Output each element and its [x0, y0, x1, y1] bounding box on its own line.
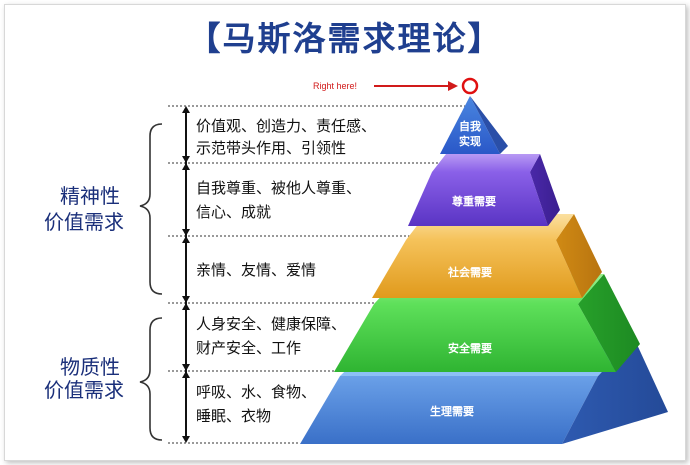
description-level5: 价值观、创造力、责任感、 示范带头作用、引领性 — [196, 117, 376, 157]
group-spiritual-line1: 精神性 — [60, 184, 120, 208]
pyramid-label: 尊重需要 — [452, 194, 496, 208]
description-level2: 人身安全、健康保障、 财产安全、工作 — [196, 315, 346, 357]
target-circle-icon — [461, 77, 479, 95]
pyramid-level-esteem: 尊重需要 — [408, 154, 560, 226]
group-spiritual-line2: 价值需求 — [44, 210, 124, 234]
description-level1: 呼吸、水、食物、 睡眠、衣物 — [196, 383, 316, 425]
spiritual-brace — [139, 123, 163, 295]
description-text: 呼吸、水、食物、 — [196, 383, 316, 401]
pyramid-label: 安全需要 — [448, 341, 492, 355]
page-title: 【马斯洛需求理论】 — [188, 19, 503, 58]
pyramid-level-social: 社会需要 — [372, 214, 602, 298]
description-text: 亲情、友情、爱情 — [196, 261, 316, 279]
description-level3: 亲情、友情、爱情 — [196, 261, 316, 279]
description-text: 信心、成就 — [196, 203, 271, 221]
description-text: 自我尊重、被他人尊重、 — [196, 179, 361, 197]
annotation-arrow-icon — [374, 81, 458, 91]
description-text: 价值观、创造力、责任感、 — [196, 117, 376, 135]
row-separators — [168, 105, 470, 444]
pyramid-label: 自我 — [459, 119, 481, 133]
description-text: 示范带头作用、引领性 — [196, 139, 346, 157]
annotation-label: Right here! — [313, 81, 357, 91]
pyramid-label: 生理需要 — [430, 404, 474, 418]
dimension-arrows — [182, 106, 190, 443]
pyramid-label: 社会需要 — [447, 265, 492, 279]
pyramid-label: 实现 — [459, 134, 481, 148]
description-text: 人身安全、健康保障、 — [196, 315, 346, 333]
description-text: 财产安全、工作 — [196, 339, 301, 357]
description-text: 睡眠、衣物 — [196, 407, 271, 425]
group-material-line2: 价值需求 — [44, 378, 124, 402]
material-brace — [139, 317, 163, 441]
description-level4: 自我尊重、被他人尊重、 信心、成就 — [196, 179, 361, 221]
group-material-line1: 物质性 — [60, 355, 120, 379]
pyramid-level-self-actualization: 自我 实现 — [440, 96, 508, 154]
